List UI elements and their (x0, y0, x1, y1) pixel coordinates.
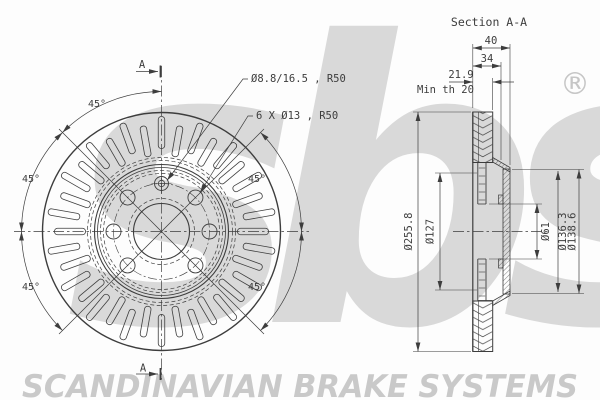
disc-circles (41, 111, 282, 352)
angle-label-left-lower: 45° (22, 282, 40, 293)
section-marker-top: A (136, 59, 162, 78)
bore-chamfer-hidden-circle (128, 198, 195, 265)
sbs-logo-watermark: sbs (66, 0, 600, 400)
dim-outer-diameter: Ø255.8 (403, 213, 415, 251)
callout-locating-hole: Ø8.8/16.5 , R50 (166, 73, 346, 181)
dim-bolt-circle: Ø127 (425, 219, 437, 244)
center-bore-circle (132, 202, 191, 261)
section-marker-bottom: A (136, 363, 162, 380)
angle-label-right-upper: 45° (248, 174, 266, 185)
friction-inner-hidden-circle (87, 157, 236, 306)
dim-hat-diameter-inner: Ø136.3 (557, 213, 569, 251)
section-title: Section A-A (451, 15, 527, 29)
angle-label-right-lower: 45° (248, 282, 266, 293)
dim-min-thickness: Min th 20 (417, 84, 474, 96)
bolt-holes (105, 189, 218, 274)
diagonal-centerlines (58, 128, 265, 335)
bolt-holes-callout-text: 6 X Ø13 , R50 (256, 110, 338, 122)
friction-inner-hidden-circle-2 (90, 160, 233, 303)
mounting-plate (477, 162, 493, 301)
section-letter-bottom: A (140, 363, 147, 375)
locating-hole (151, 173, 172, 194)
registered-trademark-icon: ® (560, 67, 590, 102)
dim-disc-thickness: 21.9 (448, 69, 473, 81)
section-letter-top: A (139, 59, 146, 71)
dim-hat-width: 34 (481, 53, 494, 65)
dimension-labels: 40 34 21.9 Min th 20 Ø255.8 Ø127 Ø61 Ø13… (403, 35, 579, 250)
hat-outer-circle (93, 163, 230, 300)
angle-label-left-upper: 45° (22, 174, 40, 185)
dim-bore: Ø61 (540, 222, 552, 241)
friction-ring-section (472, 111, 494, 352)
hidden-circle (100, 170, 223, 293)
angle-dimension-arcs (19, 89, 304, 331)
locating-hole-callout-text: Ø8.8/16.5 , R50 (251, 73, 346, 85)
watermark-layer: sbs ® SCANDINAVIAN BRAKE SYSTEMS (22, 0, 600, 400)
hidden-circle-2 (103, 173, 220, 290)
hat-outer-circle-2 (97, 167, 226, 296)
banner-watermark: SCANDINAVIAN BRAKE SYSTEMS (22, 369, 578, 400)
angle-label-top-left: 45° (88, 99, 106, 110)
dim-total-width: 40 (485, 35, 498, 47)
front-view: 45° 45° 45° 45° 45° A A Ø8.8/16.5 , R50 … (14, 59, 346, 380)
dimension-lines (415, 45, 582, 352)
callout-bolt-holes: 6 X Ø13 , R50 (199, 110, 338, 193)
section-view: Section A-A (403, 15, 584, 352)
angle-labels: 45° 45° 45° 45° 45° (22, 99, 266, 293)
dim-hat-diameter-outer: Ø138.6 (567, 213, 579, 251)
